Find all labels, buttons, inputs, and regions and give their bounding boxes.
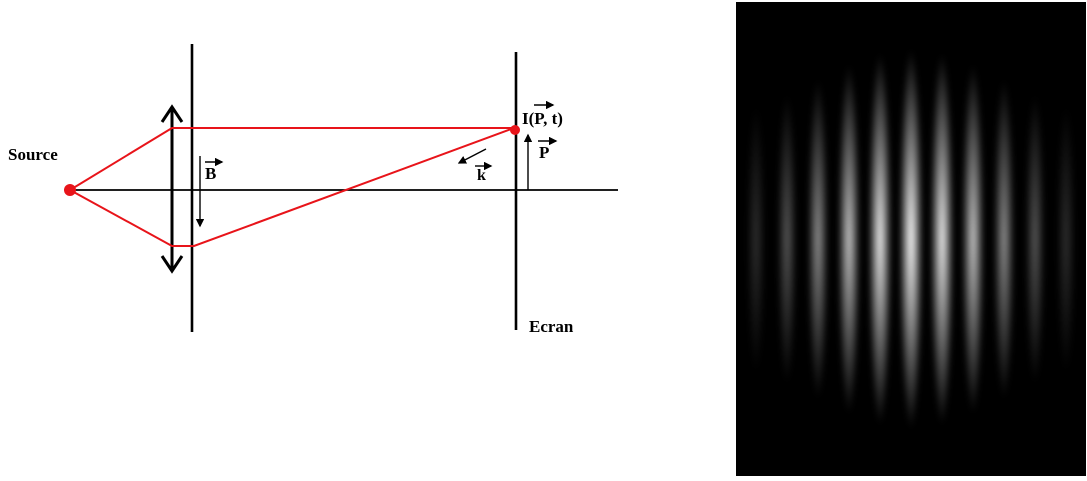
fringe-band	[807, 79, 829, 399]
interference-fringe-image	[736, 2, 1086, 476]
fringe-band	[1025, 94, 1045, 384]
observation-point	[510, 125, 520, 135]
position-vector-label: P	[538, 136, 558, 162]
wave-vector-arrow	[457, 148, 487, 164]
wave-vector-label: k	[475, 161, 493, 184]
svg-text:k: k	[477, 167, 486, 184]
source-label: Source	[8, 145, 58, 164]
fringe-band	[1056, 104, 1076, 374]
optics-diagram: Source Ecran I(P, t) P B k	[8, 44, 618, 336]
fringe-band	[961, 64, 985, 414]
screen-label: Ecran	[529, 317, 574, 336]
fringe-band	[930, 53, 954, 425]
fringe-band	[837, 64, 861, 414]
svg-text:I(P, t): I(P, t)	[522, 109, 563, 128]
light-rays	[69, 127, 515, 247]
fringe-band	[868, 53, 892, 425]
source-point	[64, 184, 76, 196]
fringe-band	[899, 49, 923, 429]
intensity-label: I(P, t)	[522, 100, 563, 128]
fringe-band	[746, 104, 766, 374]
fringe-band	[993, 79, 1015, 399]
svg-text:B: B	[205, 164, 216, 183]
fringe-pattern-svg	[736, 2, 1086, 476]
field-vector-label: B	[205, 157, 224, 183]
svg-text:P: P	[539, 143, 549, 162]
lens	[160, 104, 184, 274]
fringe-band	[777, 94, 797, 384]
